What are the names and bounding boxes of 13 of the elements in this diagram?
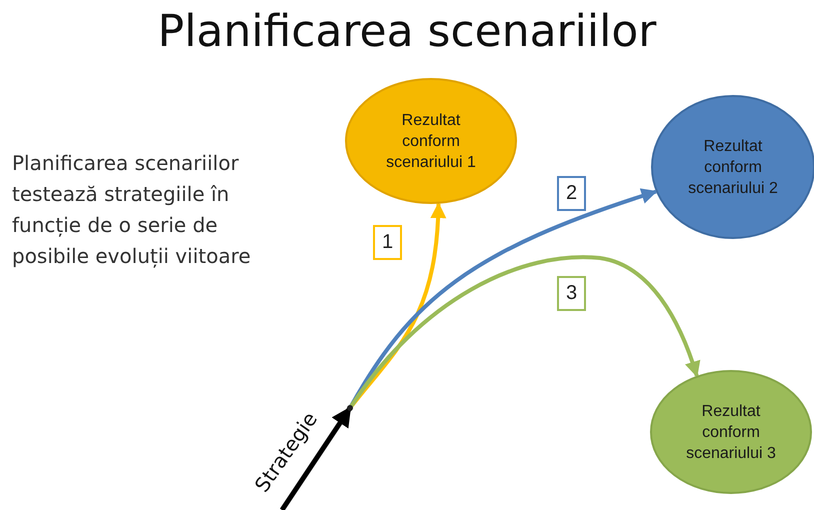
- result-ellipse: [345, 78, 517, 204]
- node-text: Rezultat conform scenariului 3: [685, 402, 777, 464]
- edge-label: 2: [557, 176, 586, 211]
- edge-label: 3: [557, 276, 586, 311]
- result-ellipse: [650, 370, 812, 494]
- description-text: Planificarea scenariilor testează strategiile în funcție de o serie de posibile evoluții viitoare: [12, 150, 252, 270]
- node-text: Rezultat conform scenariului 1: [385, 110, 477, 172]
- junction-point: [347, 405, 353, 411]
- node-text: Rezultat conform scenariului 2: [687, 136, 779, 198]
- edge-label: 1: [373, 225, 402, 260]
- title: Planificarea scenariilor: [156, 6, 658, 57]
- arrow: [348, 255, 700, 410]
- arrow: [280, 406, 352, 510]
